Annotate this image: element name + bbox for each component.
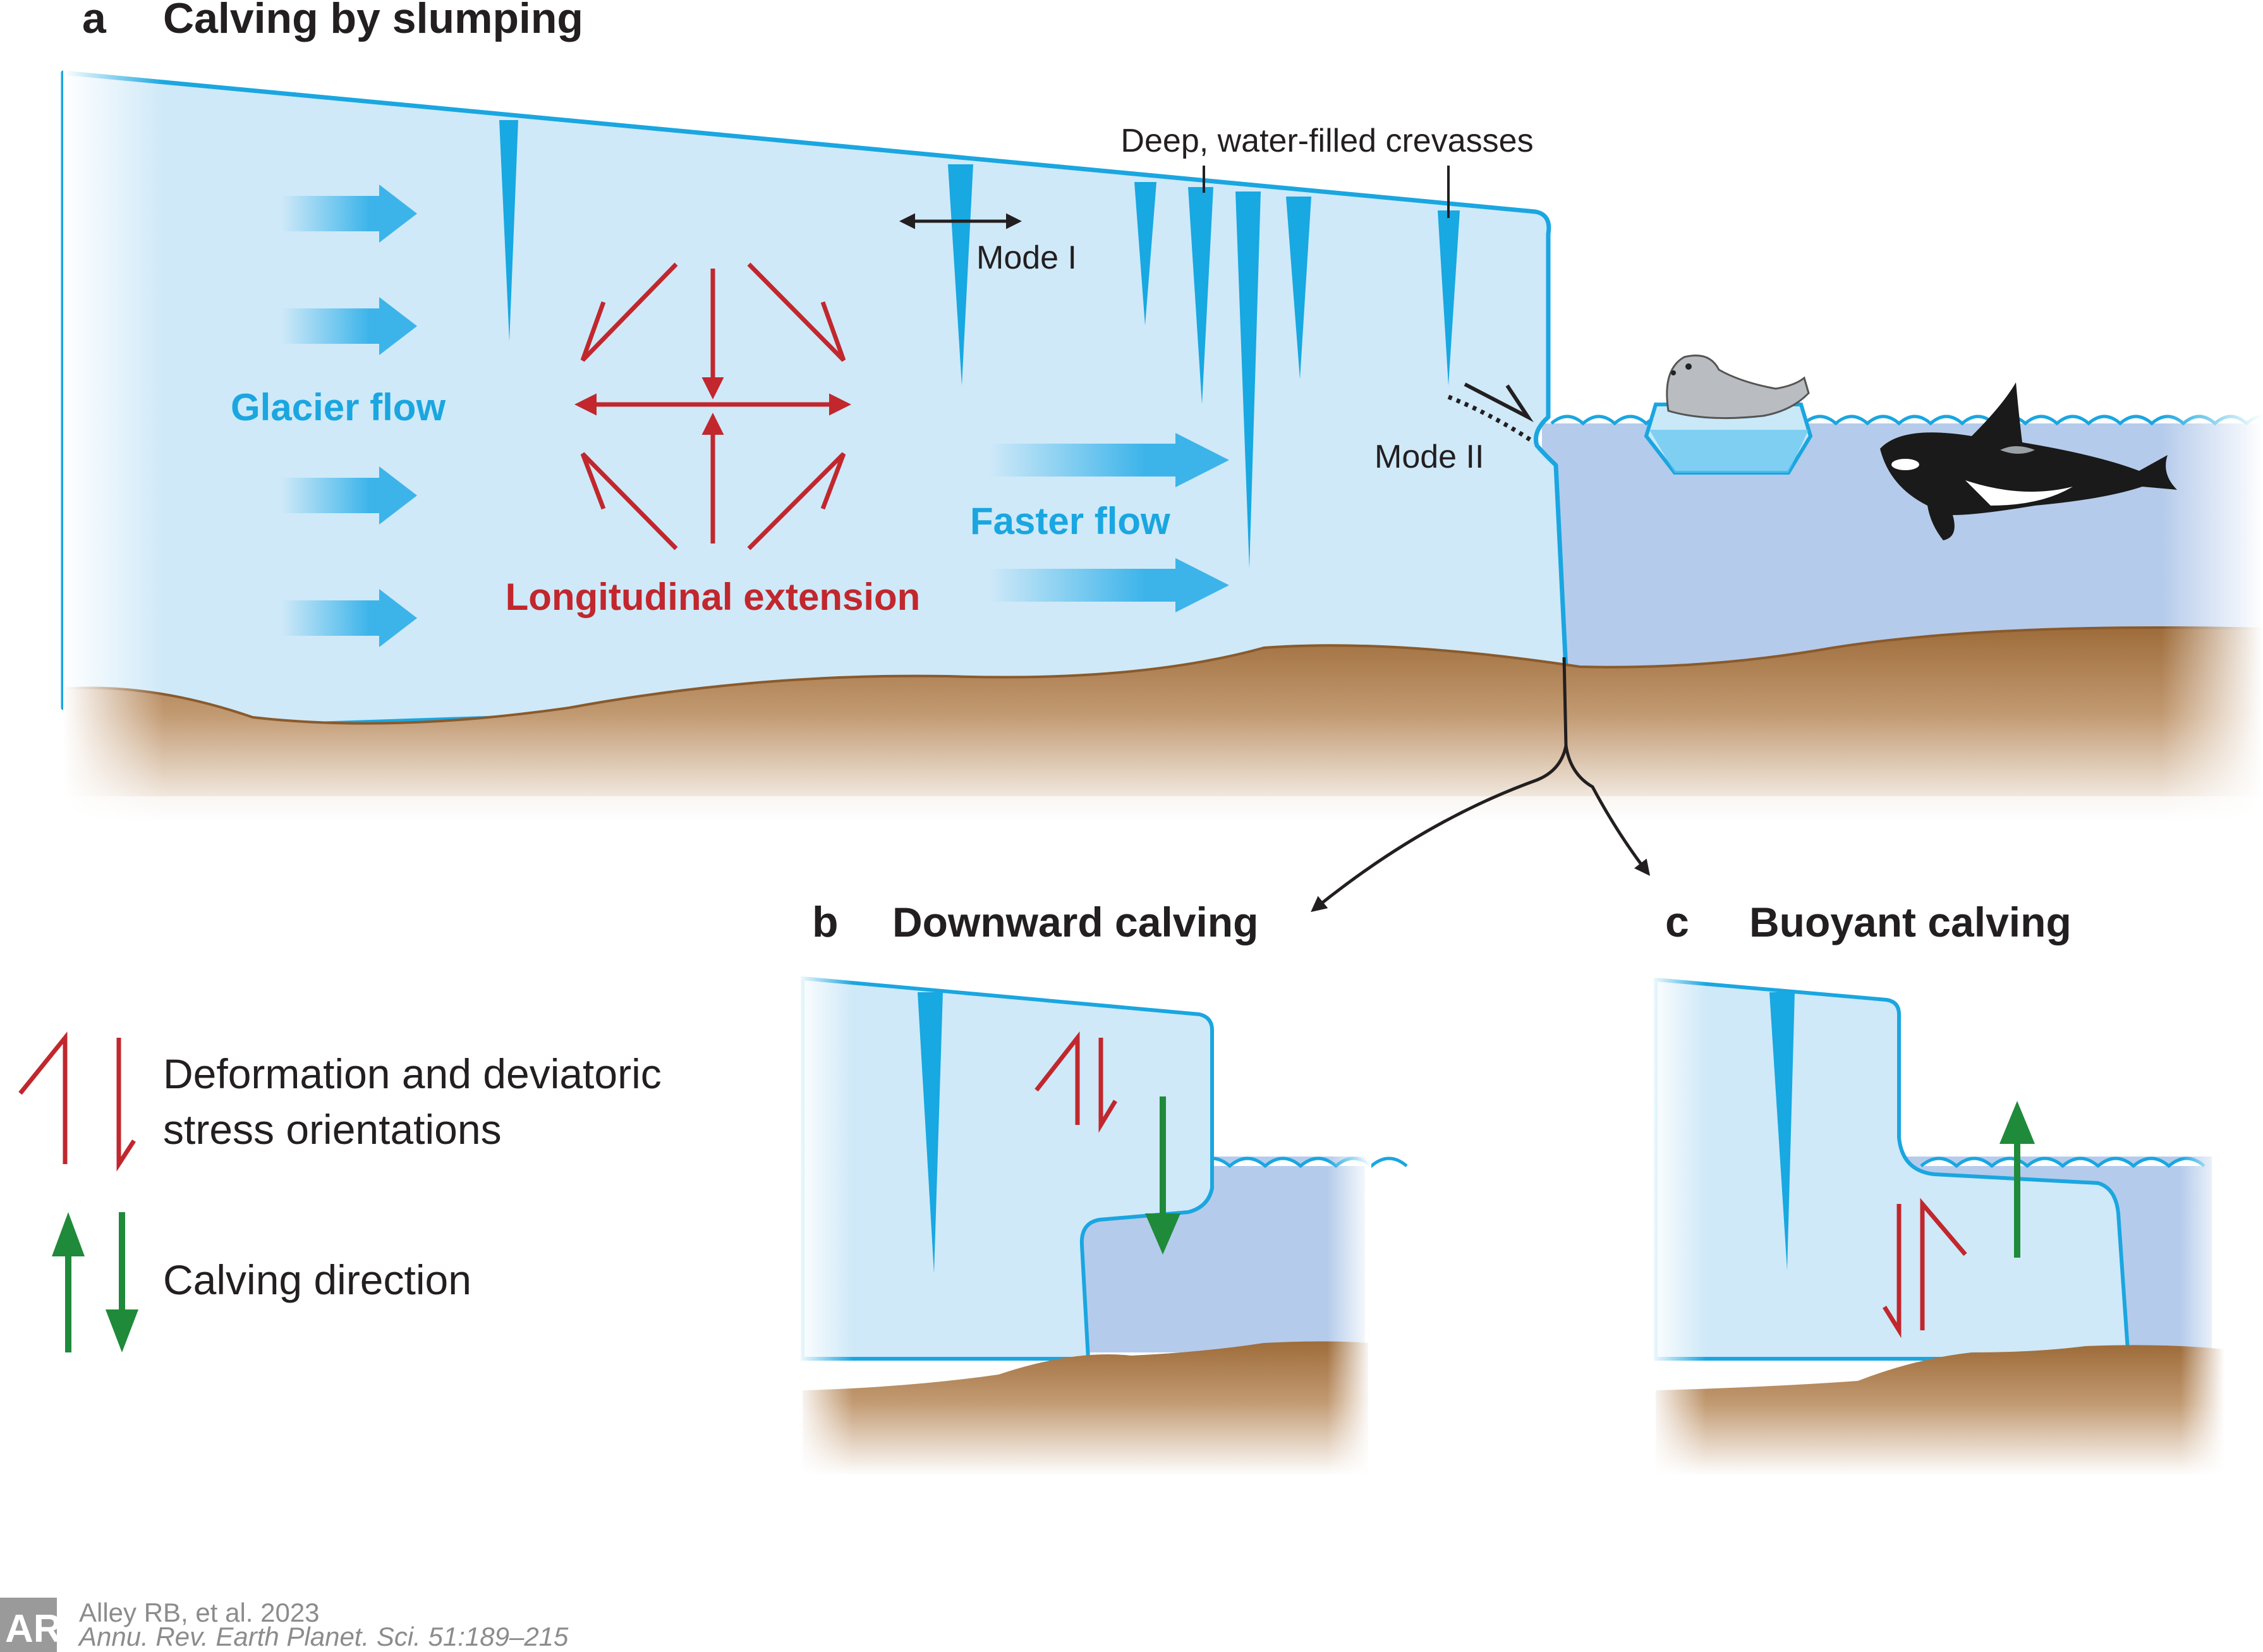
panel-c-water-surface — [1920, 1157, 2205, 1169]
longitudinal-extension-symbol — [574, 262, 851, 550]
left-fade — [63, 63, 164, 822]
connector-stem — [1562, 657, 1568, 746]
legend-calving-symbol — [52, 1212, 138, 1352]
faster-flow-label: Faster flow — [970, 500, 1170, 542]
orca-body — [1880, 382, 2177, 540]
panel-c-title: Buoyant calving — [1749, 899, 2072, 945]
shear-half-arrow-tl — [580, 262, 678, 362]
bed-surface-line — [63, 626, 2263, 725]
mode-2-half-arrow — [1464, 382, 1534, 422]
seal-illustration — [1666, 355, 1810, 420]
legend-deformation-line2: stress orientations — [163, 1106, 502, 1153]
flow-arrow-1 — [281, 185, 417, 243]
crevasses-label: Deep, water-filled crevasses — [1120, 123, 1533, 159]
crevasse-1 — [499, 120, 518, 341]
panel-b-bed — [803, 1341, 1368, 1476]
connector-to-c — [1564, 745, 1651, 876]
panel-b-stress-arrows — [1034, 1031, 1117, 1133]
faster-flow-arrows — [989, 433, 1229, 612]
legend: Deformation and deviatoric stress orient… — [18, 1031, 662, 1352]
panel-b-calving-head — [1145, 1213, 1180, 1254]
panel-c-bed — [1656, 1345, 2224, 1476]
crevasses — [499, 120, 1460, 569]
citation-line1: Alley RB, et al. 2023 — [79, 1598, 320, 1627]
faster-flow-arrow-2 — [989, 558, 1229, 612]
panel-a-title: Calving by slumping — [163, 0, 583, 42]
flow-arrow-2 — [281, 297, 417, 355]
crevasse-3 — [1134, 182, 1156, 325]
longitudinal-extension-label: Longitudinal extension — [506, 576, 921, 618]
crevasse-6 — [1286, 197, 1311, 379]
panel-b: b Downward calving — [796, 898, 1408, 1479]
mode-2-label: Mode II — [1374, 439, 1484, 475]
panel-c: c Buoyant calving — [1649, 898, 2224, 1479]
iceberg-submerged-tint — [1649, 430, 1809, 473]
panel-b-stress-up — [1034, 1031, 1080, 1125]
legend-stress-symbol — [18, 1031, 136, 1172]
shear-half-arrow-bl — [580, 452, 678, 550]
faster-flow-arrow-1 — [989, 433, 1229, 487]
crevasse-5 — [1235, 191, 1261, 569]
panel-b-title: Downward calving — [892, 899, 1258, 945]
crevasse-4 — [1188, 187, 1213, 404]
panel-connector — [1311, 657, 1651, 913]
publisher-logo-text: AR — [5, 1607, 62, 1651]
seal-nose — [1671, 370, 1676, 375]
orca-saddle — [2000, 446, 2035, 454]
citation-line2: Annu. Rev. Earth Planet. Sci. 51:189–215 — [77, 1622, 569, 1651]
shear-half-arrow-br — [747, 452, 846, 550]
glacier-ice — [61, 70, 1568, 729]
glacier-flow-label: Glacier flow — [231, 386, 446, 428]
orca-eye-patch — [1891, 459, 1919, 470]
right-fade — [2161, 379, 2263, 822]
mode-2-crack-dotted — [1447, 394, 1536, 444]
flow-arrow-3 — [281, 466, 417, 525]
seal-body — [1666, 355, 1810, 420]
panel-b-stress-down — [1098, 1038, 1117, 1133]
panel-a-letter: a — [82, 0, 107, 42]
legend-stress-up — [18, 1031, 68, 1164]
legend-calving-up-head — [52, 1212, 85, 1256]
citation: AR Alley RB, et al. 2023 Annu. Rev. Eart… — [0, 1598, 569, 1652]
panel-c-crevasse — [1769, 992, 1795, 1270]
glacier-flow-arrows — [281, 185, 417, 647]
publisher-logo — [0, 1598, 57, 1652]
panel-c-right-fade — [2180, 1150, 2224, 1479]
bottom-fade — [63, 796, 2263, 828]
panel-b-ice — [801, 976, 1214, 1361]
crevasse-7 — [1438, 210, 1460, 386]
panel-b-letter: b — [812, 898, 839, 946]
legend-calving-down-head — [106, 1309, 138, 1352]
panel-c-calving-arrow — [1999, 1101, 2035, 1258]
panel-c-stress-up — [1920, 1198, 1967, 1330]
legend-calving-direction: Calving direction — [163, 1256, 471, 1303]
panel-c-ice — [1654, 977, 2131, 1361]
panel-b-right-fade — [1327, 1150, 1371, 1479]
panel-c-stress-arrows — [1883, 1198, 1967, 1339]
shear-half-arrow-tr — [747, 262, 846, 362]
panel-b-crevasse — [918, 992, 943, 1273]
panel-c-stress-down — [1883, 1204, 1902, 1339]
panel-c-letter: c — [1665, 898, 1689, 946]
mode-1-label: Mode I — [976, 240, 1077, 276]
orca-illustration — [1880, 382, 2177, 540]
connector-to-b — [1311, 745, 1568, 913]
panel-b-calving-arrow — [1145, 1096, 1180, 1254]
panel-c-calving-head — [1999, 1101, 2035, 1144]
legend-deformation-line1: Deformation and deviatoric — [163, 1050, 662, 1097]
seal-eye — [1685, 363, 1692, 370]
legend-stress-down — [116, 1038, 136, 1172]
flow-arrow-4 — [281, 589, 417, 647]
panel-c-left-fade — [1649, 973, 1706, 1479]
panel-a: a Calving by slumping Deep, water-filled… — [61, 0, 2263, 913]
orca-belly — [1965, 480, 2073, 506]
panel-b-left-fade — [796, 973, 853, 1479]
glacier-bed — [63, 628, 2263, 822]
